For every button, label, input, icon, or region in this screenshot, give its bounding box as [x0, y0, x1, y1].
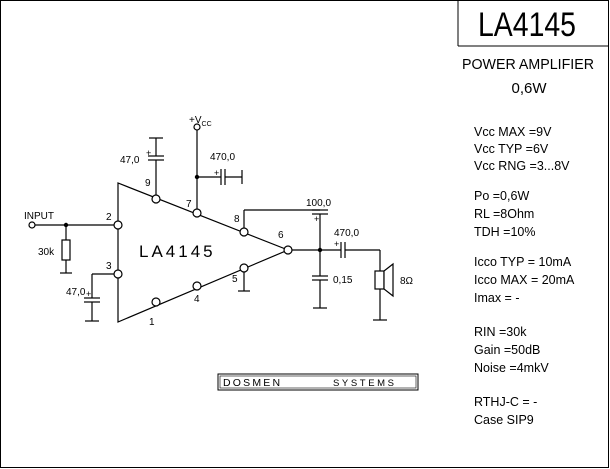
spec-case: Case SIP9: [474, 413, 534, 427]
vcc-terminal: [193, 123, 201, 131]
schematic-labels: INPUT 30k 47,0 47,0 +VCC 470,0 100,0 470…: [24, 115, 414, 298]
pin-5-node: [239, 263, 249, 273]
resistor-label: 30k: [38, 247, 55, 258]
input-label: INPUT: [24, 211, 54, 222]
logo: DOSMEN SYSTEMS: [217, 373, 419, 391]
logo-left: DOSMEN: [223, 377, 282, 389]
cap-vcc-label: 470,0: [210, 152, 235, 163]
pin-7-label: 7: [186, 199, 192, 210]
svg-text:+: +: [214, 168, 219, 178]
svg-text:+: +: [86, 289, 91, 299]
pin-4-label: 4: [194, 294, 200, 305]
svg-text:+: +: [334, 239, 339, 249]
spec-icco-max: Icco MAX = 20mA: [474, 273, 575, 287]
pin-2-label: 2: [106, 212, 112, 223]
speaker-cone: [383, 262, 394, 298]
amplifier-triangle: [117, 182, 290, 323]
logo-right: SYSTEMS: [333, 378, 397, 389]
pin-4-node: [192, 281, 202, 291]
spec-po: Po =0,6W: [474, 189, 529, 203]
spec-tdh: TDH =10%: [474, 225, 535, 239]
pin-1-node: [151, 297, 161, 307]
pin-numbers: 1 2 3 4 5 6 7 8 9: [106, 178, 284, 328]
cap-pin9-label: 47,0: [120, 155, 140, 166]
svg-text:+: +: [314, 214, 319, 224]
pin-2-node: [113, 220, 123, 230]
spec-vcc-max: Vcc MAX =9V: [474, 125, 552, 139]
pin-6-node: [283, 245, 293, 255]
input-terminal: [28, 221, 36, 229]
pin-9-label: 9: [145, 178, 151, 189]
spec-rl: RL =8Ohm: [474, 207, 534, 221]
pin-8-label: 8: [234, 214, 240, 225]
schematic: [28, 123, 394, 323]
spec-icco-typ: Icco TYP = 10mA: [474, 255, 572, 269]
spec-noise: Noise =4mkV: [474, 361, 549, 375]
pin-5-label: 5: [232, 274, 238, 285]
polarity-marks: + + + + +: [86, 148, 339, 299]
cap-out-label: 470,0: [334, 228, 359, 239]
title-block: LA4145 POWER AMPLIFIER 0,6W: [457, 0, 609, 97]
power-rating: 0,6W: [511, 80, 547, 97]
pin-7-node: [192, 208, 202, 218]
spec-imax: Imax = -: [474, 291, 520, 305]
pin-6-label: 6: [278, 230, 284, 241]
speaker-coil: [374, 270, 385, 290]
pin-3-node: [113, 269, 123, 279]
spec-rthj: RTHJ-C = -: [474, 395, 537, 409]
pin-8-node: [239, 227, 249, 237]
subtitle: POWER AMPLIFIER: [462, 56, 594, 73]
svg-text:+: +: [146, 148, 151, 158]
spec-vcc-rng: Vcc RNG =3...8V: [474, 159, 570, 173]
spec-vcc-typ: Vcc TYP =6V: [474, 142, 549, 156]
cap-pin3-label: 47,0: [66, 287, 86, 298]
spec-rin: RIN =30k: [474, 325, 527, 339]
specs-list: Vcc MAX =9V Vcc TYP =6V Vcc RNG =3...8V …: [474, 125, 575, 427]
chip-label: LA4145: [139, 242, 216, 261]
pin-1-label: 1: [149, 317, 155, 328]
part-number-title: LA4145: [478, 6, 576, 44]
cap-fb-label: 100,0: [306, 198, 331, 209]
spec-gain: Gain =50dB: [474, 343, 540, 357]
pin-9-node: [151, 194, 161, 204]
vcc-label: +VCC: [189, 115, 212, 128]
resistor-30k: [61, 239, 71, 261]
cap-snub-label: 0,15: [333, 275, 353, 286]
speaker-label: 8Ω: [400, 276, 414, 287]
pin-3-label: 3: [106, 261, 112, 272]
